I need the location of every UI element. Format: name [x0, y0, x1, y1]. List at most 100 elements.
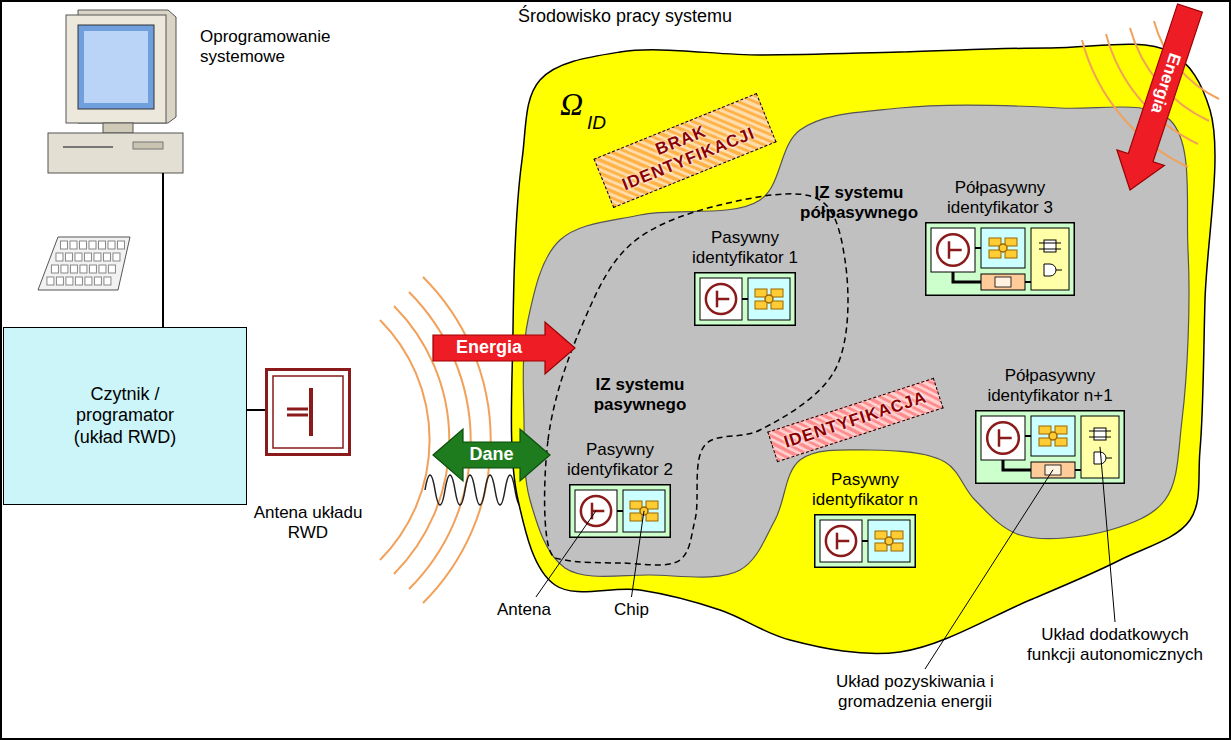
passive-zone: IZ systemu pasywnegoPasywny identyfikato…	[543, 195, 849, 567]
key	[89, 265, 96, 273]
key	[89, 241, 96, 249]
key	[75, 253, 82, 261]
antenna-stroke	[592, 510, 604, 513]
gate-symbol	[1044, 264, 1056, 276]
tag-body	[926, 223, 1075, 296]
energy-store	[981, 274, 1025, 290]
drive-slot	[63, 146, 113, 148]
key	[75, 277, 82, 285]
tag-wire	[617, 510, 623, 512]
antenna-symbol	[987, 422, 1019, 454]
node-text: Czytnik / programator (układ RWD)	[58, 384, 193, 449]
connector-line	[162, 205, 164, 327]
tag-wire	[1025, 435, 1031, 437]
node-text: Antena układu RWD	[240, 503, 376, 544]
chip-pad	[891, 543, 903, 551]
ic-pin	[1089, 436, 1111, 437]
antenna-symbol	[706, 284, 736, 314]
key	[47, 277, 54, 285]
tag-chip	[1031, 416, 1075, 456]
chip-pad	[989, 238, 1001, 246]
antenna-stroke	[949, 249, 962, 252]
key	[56, 277, 63, 285]
key	[94, 277, 101, 285]
ic-symbol	[1044, 240, 1056, 252]
zone-path	[511, 44, 1215, 653]
keyboard-keys	[47, 241, 125, 285]
arrow-label: Dane	[470, 444, 514, 466]
tag-wire	[862, 540, 868, 542]
antenna-drawing	[265, 368, 351, 456]
power-wire	[1075, 469, 1081, 471]
key	[70, 265, 77, 273]
chip-pad	[646, 513, 658, 521]
computer-drawing	[18, 5, 183, 300]
key	[66, 277, 73, 285]
chip-pad	[875, 531, 887, 539]
ic-symbol	[1094, 428, 1106, 440]
key	[61, 265, 68, 273]
chip-pad	[1055, 426, 1067, 434]
passive-tag: Pasywny identyfikator 2	[555, 440, 685, 538]
gate-symbol	[1094, 452, 1106, 464]
antenna-symbol	[826, 526, 856, 556]
key	[108, 265, 115, 273]
monitor-screen	[78, 25, 154, 109]
chip-pad	[1055, 438, 1067, 446]
chip-pad	[630, 501, 642, 509]
antenna-symbol	[937, 234, 969, 266]
node-text: Półpasywny identyfikator 3	[925, 178, 1075, 219]
ic-pin	[1089, 430, 1111, 431]
leader-line	[925, 470, 1053, 669]
monitor-bezel	[66, 15, 166, 123]
antenna-inner	[273, 376, 343, 448]
key	[80, 265, 87, 273]
id-zone: ΩIDBRAK IDENTYFIKACJIIZ systemu półpasyw…	[505, 45, 1220, 665]
tag-body	[695, 273, 796, 326]
antenna-feed	[287, 408, 308, 411]
ic-pin	[1039, 242, 1061, 243]
tag-antenna	[931, 228, 975, 272]
part-label: Antena	[497, 600, 551, 620]
tag-drawing	[814, 514, 916, 568]
antenna-feed	[287, 414, 308, 417]
key	[60, 241, 67, 249]
tag-drawing	[569, 484, 671, 538]
gate-pin	[1106, 457, 1112, 458]
tag-antenna	[700, 278, 742, 320]
key	[65, 253, 72, 261]
chip-pad	[771, 301, 783, 309]
semi-passive-tag: Półpasywny identyfikator n+1	[970, 366, 1130, 484]
power-wire	[1003, 460, 1031, 470]
key	[117, 241, 124, 249]
power-wire	[953, 272, 981, 282]
semi-passive-tag: Półpasywny identyfikator 3	[925, 178, 1075, 296]
tag-antenna	[820, 520, 862, 562]
key	[94, 253, 101, 261]
tag-chip	[981, 228, 1025, 268]
tag-drawing	[694, 272, 796, 326]
energy-arrow	[1117, 4, 1203, 190]
screen-glare	[84, 31, 148, 103]
chip-core	[765, 295, 773, 303]
part-label: Układ pozyskiwania i gromadzenia energii	[815, 672, 1015, 713]
key	[79, 241, 86, 249]
chip-pad	[646, 501, 658, 509]
node-text: Pasywny identyfikator 1	[680, 228, 810, 269]
key	[84, 253, 91, 261]
gate-pin	[1056, 269, 1062, 270]
node-text: Ω	[560, 85, 583, 123]
node-text: Środowisko pracy systemu	[518, 6, 732, 28]
part-label: Chip	[614, 600, 649, 620]
connector-line	[247, 409, 265, 411]
tag-body	[570, 485, 671, 538]
zone-path	[523, 105, 1189, 577]
key	[103, 253, 110, 261]
chip-pad	[989, 250, 1001, 258]
drive-bay	[133, 142, 163, 149]
chip-pad	[630, 513, 642, 521]
chip-pad	[755, 289, 767, 297]
key	[70, 241, 77, 249]
chip-core	[885, 537, 893, 545]
